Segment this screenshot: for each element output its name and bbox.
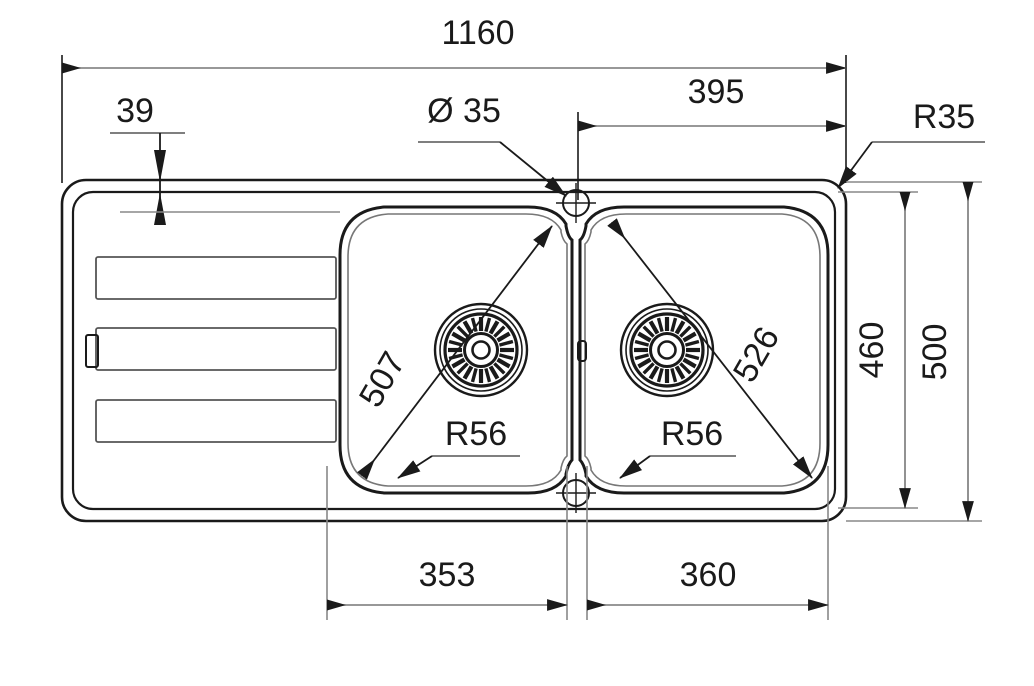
inner-rim-outline	[71, 190, 837, 511]
right-bowl-width-label: 360	[680, 556, 737, 594]
overall-depth-label: 500	[916, 324, 954, 381]
overflow-slot	[85, 334, 99, 368]
left-bowl-width-label: 353	[419, 556, 476, 594]
dimension-rim-width: 39	[110, 92, 340, 225]
right-bowl-drain	[619, 302, 715, 398]
dimension-left-bowl-width: 353	[326, 466, 568, 620]
dimension-inner-depth: 460	[838, 191, 918, 509]
dimension-tap-hole-diameter: Ø 35	[418, 92, 567, 197]
right-bowl-radius-label: R56	[661, 415, 723, 453]
left-bowl-drain	[433, 302, 529, 398]
drainer-rib	[95, 399, 337, 443]
bottom-tap-hole	[556, 473, 596, 513]
overall-width-label: 1160	[441, 14, 514, 52]
corner-radius-label: R35	[913, 98, 975, 136]
dimension-overall-width: 1160	[61, 14, 847, 183]
right-bowl-side-slot	[577, 340, 587, 362]
dimension-right-bowl-radius: R56	[619, 415, 736, 479]
dimension-right-bowl-width: 360	[586, 466, 829, 620]
dimension-overall-depth: 500	[846, 181, 982, 522]
right-bowl-inner-contour	[584, 213, 821, 487]
rim-width-label: 39	[116, 92, 154, 130]
right-bowl-outline	[578, 205, 830, 495]
outer-rim-outline	[60, 178, 848, 523]
left-bowl-inner-contour	[347, 213, 568, 487]
right-offset-label: 395	[688, 73, 745, 111]
dimension-left-bowl-radius: R56	[397, 415, 520, 479]
inner-depth-label: 460	[853, 322, 891, 379]
drainer-rib	[95, 256, 337, 300]
left-bowl-radius-label: R56	[445, 415, 507, 453]
left-bowl-outline	[338, 205, 574, 495]
drainer-rib	[95, 327, 337, 371]
drainer-board	[85, 256, 337, 443]
left-bowl-diagonal-label: 507	[352, 345, 413, 413]
tap-hole-diameter-label: Ø 35	[427, 92, 501, 130]
sink-body	[60, 178, 848, 523]
dimension-corner-radius: R35	[837, 98, 985, 189]
top-tap-hole	[556, 183, 596, 223]
dimension-right-offset: 395	[577, 73, 847, 200]
